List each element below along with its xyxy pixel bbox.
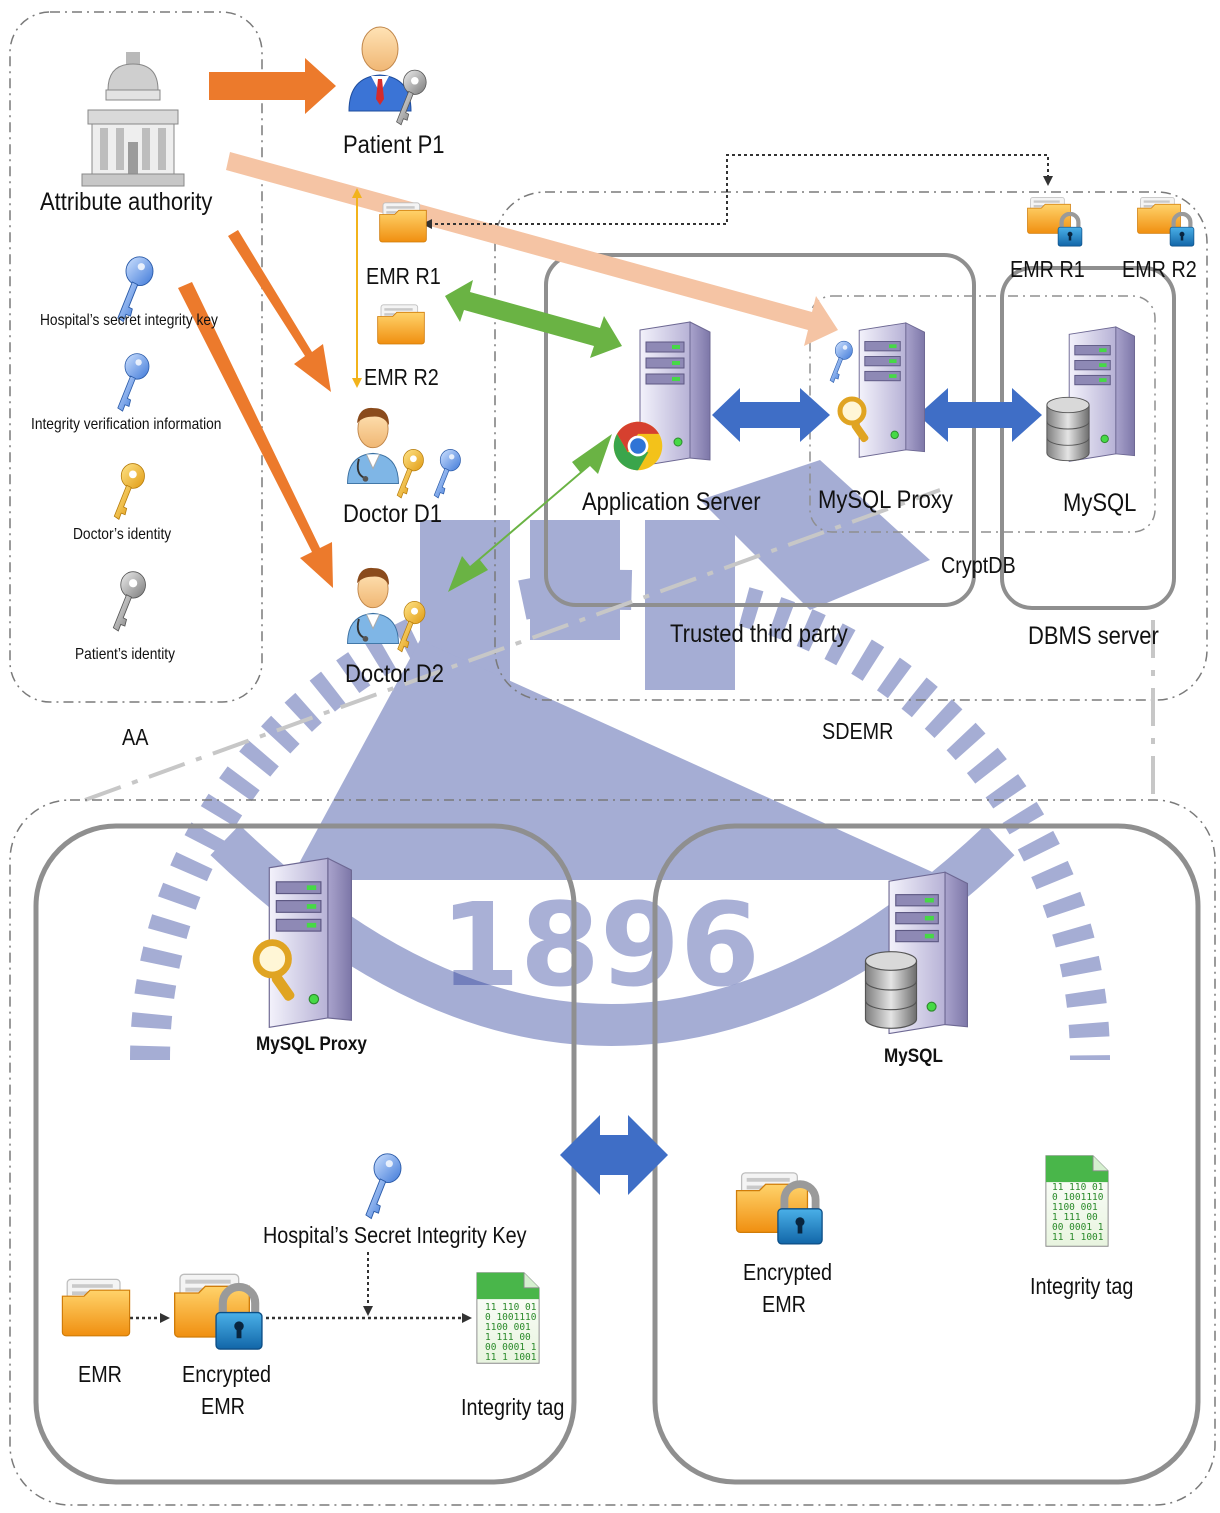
- key-gray-icon: [113, 572, 145, 631]
- arrow-emr-app: [445, 280, 622, 358]
- doctor-d2-icon: [348, 568, 399, 644]
- arrow-proxy-mysql: [918, 388, 1042, 442]
- bottom-emr-folder-icon: [62, 1279, 129, 1335]
- arrow-aa-to-doctor-d2: [178, 282, 333, 588]
- db-emr-r2-lock-icon: [1170, 214, 1194, 246]
- folder-emr-r2-icon: [378, 305, 425, 344]
- integrity-tag-doc-left: 11 110 01 0 1001110 1100 001 1 111 00 00…: [477, 1273, 539, 1364]
- key-blue-icon-2: [118, 354, 149, 412]
- proxy-server-icon: [859, 323, 924, 457]
- key-gold-icon: [114, 464, 144, 520]
- arrow-app-proxy: [712, 388, 830, 442]
- integrity-tag-doc-right: 11 110 01 0 1001110 1100 001 1 111 00 00…: [1046, 1156, 1108, 1247]
- bottom-key-icon: [366, 1154, 401, 1219]
- browser-icon: [614, 422, 663, 471]
- arrow-aa-to-doctor-d1: [228, 230, 331, 392]
- doctor-d1-blue-key: [434, 449, 460, 498]
- watermark-text: 1896: [440, 879, 760, 1013]
- integrity-tag-line: 11 1 1001: [485, 1352, 537, 1363]
- folder-emr-r1-icon: [380, 203, 427, 242]
- proxy-blue-key: [830, 341, 852, 382]
- mysql-db-icon: [1047, 397, 1089, 460]
- doctor-d1-icon: [348, 408, 399, 484]
- bottom-mysql-db-icon: [865, 952, 916, 1029]
- arrow-aa-to-patient: [209, 58, 336, 114]
- integrity-tag-line: 11 1 1001: [1052, 1232, 1104, 1243]
- key-blue-icon: [118, 257, 153, 322]
- patient-icon: [349, 27, 411, 111]
- doctor-d1-gold-key: [397, 449, 423, 498]
- db-to-emr-dotted: [428, 155, 1048, 224]
- building-icon: [82, 52, 184, 186]
